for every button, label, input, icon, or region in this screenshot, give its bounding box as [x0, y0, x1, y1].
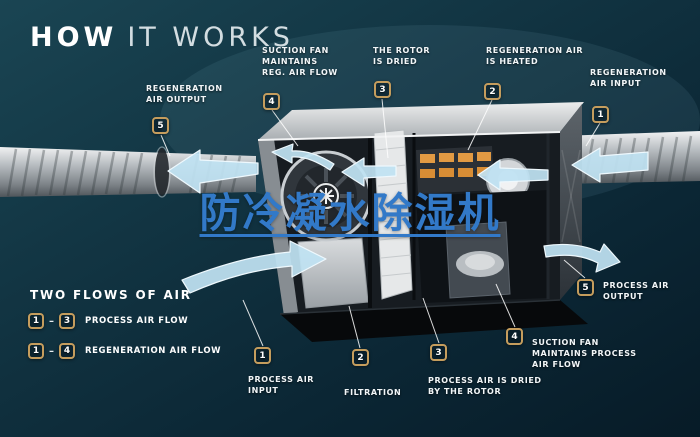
- legend-range-dash: –: [49, 345, 54, 357]
- legend-badge-to: 3: [59, 313, 75, 329]
- legend-range-dash: –: [49, 315, 54, 327]
- callout-badge-process-air-output: 5: [577, 279, 594, 296]
- regen-input-arrow: [571, 147, 649, 183]
- legend-badge-from: 1: [28, 313, 44, 329]
- heater-to-rotor-arrow: [477, 159, 549, 191]
- rotor-to-fan-arrow: [341, 157, 397, 187]
- callout-label-process-air-dried: PROCESS AIR IS DRIED BY THE ROTOR: [428, 376, 542, 396]
- process-output-arrow: [543, 243, 621, 273]
- callout-label-filtration: FILTRATION: [344, 388, 402, 397]
- regen-output-arrow: [167, 149, 259, 194]
- callout-label-suction-fan-regen: SUCTION FAN MAINTAINS REG. AIR FLOW: [262, 46, 338, 77]
- callout-lines: [160, 98, 601, 349]
- product-name-overlay: 防冷凝水除湿机: [199, 189, 501, 237]
- legend-title: TWO FLOWS OF AIR: [30, 288, 192, 302]
- duct-opening: [155, 148, 169, 196]
- suction-fan: [280, 150, 372, 242]
- callout-label-rotor-is-dried: THE ROTOR IS DRIED: [373, 46, 431, 66]
- callout-badge-rotor-is-dried: 3: [374, 81, 391, 98]
- airflow-arrows: [167, 143, 649, 294]
- process-fan-compartment: [416, 190, 548, 303]
- callout-badge-process-air-input: 1: [254, 347, 271, 364]
- fan-to-duct-arrow: [271, 143, 335, 171]
- filter-box: [297, 237, 369, 309]
- title-secondary: IT WORKS: [127, 22, 294, 53]
- callout-badge-filtration: 2: [352, 349, 369, 366]
- legend-label-regeneration-air-flow: REGENERATION AIR FLOW: [85, 346, 222, 356]
- callout-badge-suction-fan-process: 4: [506, 328, 523, 345]
- regeneration-heater: [416, 146, 494, 194]
- legend-row-process-air-flow: 1 – 3 PROCESS AIR FLOW: [28, 313, 188, 329]
- process-input-arrow: [181, 240, 327, 294]
- callout-label-regeneration-air-input: REGENERATION AIR INPUT: [590, 68, 667, 88]
- callout-badge-process-air-dried: 3: [430, 344, 447, 361]
- callout-label-process-air-input: PROCESS AIR INPUT: [248, 375, 315, 395]
- legend-label-process-air-flow: PROCESS AIR FLOW: [85, 316, 189, 326]
- title-primary: HOW: [30, 22, 118, 53]
- legend-badge-to: 4: [59, 343, 75, 359]
- callout-badge-regeneration-air-heated: 2: [484, 83, 501, 100]
- callout-badge-suction-fan-regen: 4: [263, 93, 280, 110]
- legend-row-regeneration-air-flow: 1 – 4 REGENERATION AIR FLOW: [28, 343, 221, 359]
- callout-label-process-air-output: PROCESS AIR OUTPUT: [603, 281, 670, 301]
- callout-label-regeneration-air-output: REGENERATION AIR OUTPUT: [146, 84, 223, 104]
- page-title: HOW IT WORKS: [30, 22, 294, 53]
- legend-badge-from: 1: [28, 343, 44, 359]
- callout-badge-regeneration-air-output: 5: [152, 117, 169, 134]
- callout-badge-regeneration-air-input: 1: [592, 106, 609, 123]
- callout-label-regeneration-air-heated: REGENERATION AIR IS HEATED: [486, 46, 584, 66]
- callout-label-suction-fan-process: SUCTION FAN MAINTAINS PROCESS AIR FLOW: [532, 338, 637, 369]
